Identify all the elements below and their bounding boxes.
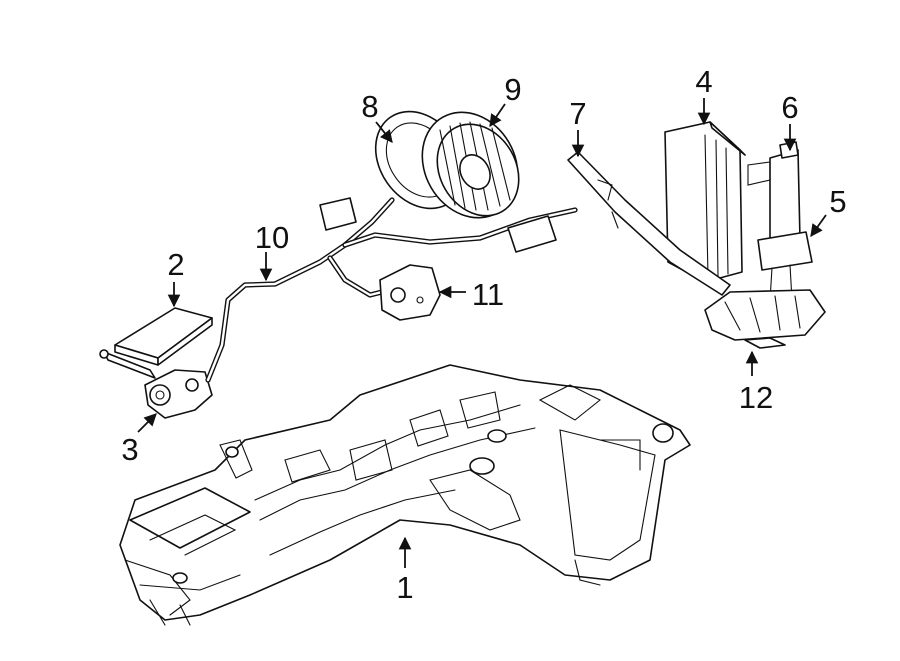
callout-4: 4 (695, 64, 712, 99)
callout-11: 11 (472, 277, 504, 312)
callout-labels: 1 2 3 4 5 6 7 8 9 10 11 12 (121, 64, 846, 605)
part-9-blower-wheel (421, 111, 520, 219)
part-6-expansion-valve-hose (747, 141, 801, 247)
callout-3: 3 (121, 432, 138, 467)
callout-9: 9 (504, 72, 521, 107)
part-10-wiring-harness (205, 197, 578, 383)
part-3-actuator (144, 369, 213, 419)
part-12-evaporator-tray (704, 289, 826, 349)
part-2-heater-core (99, 307, 213, 379)
callout-8: 8 (361, 89, 378, 124)
callout-1: 1 (396, 570, 413, 605)
part-11-switch-connector (379, 264, 441, 321)
leader-lines (137, 98, 827, 568)
part-1-hvac-housing (119, 364, 691, 626)
callout-7: 7 (569, 96, 586, 131)
callout-2: 2 (167, 247, 184, 282)
callout-6: 6 (781, 90, 798, 125)
callout-5: 5 (829, 184, 846, 219)
callout-12: 12 (739, 380, 773, 415)
part-7-refrigerant-line (567, 151, 731, 296)
callout-10: 10 (255, 220, 289, 255)
